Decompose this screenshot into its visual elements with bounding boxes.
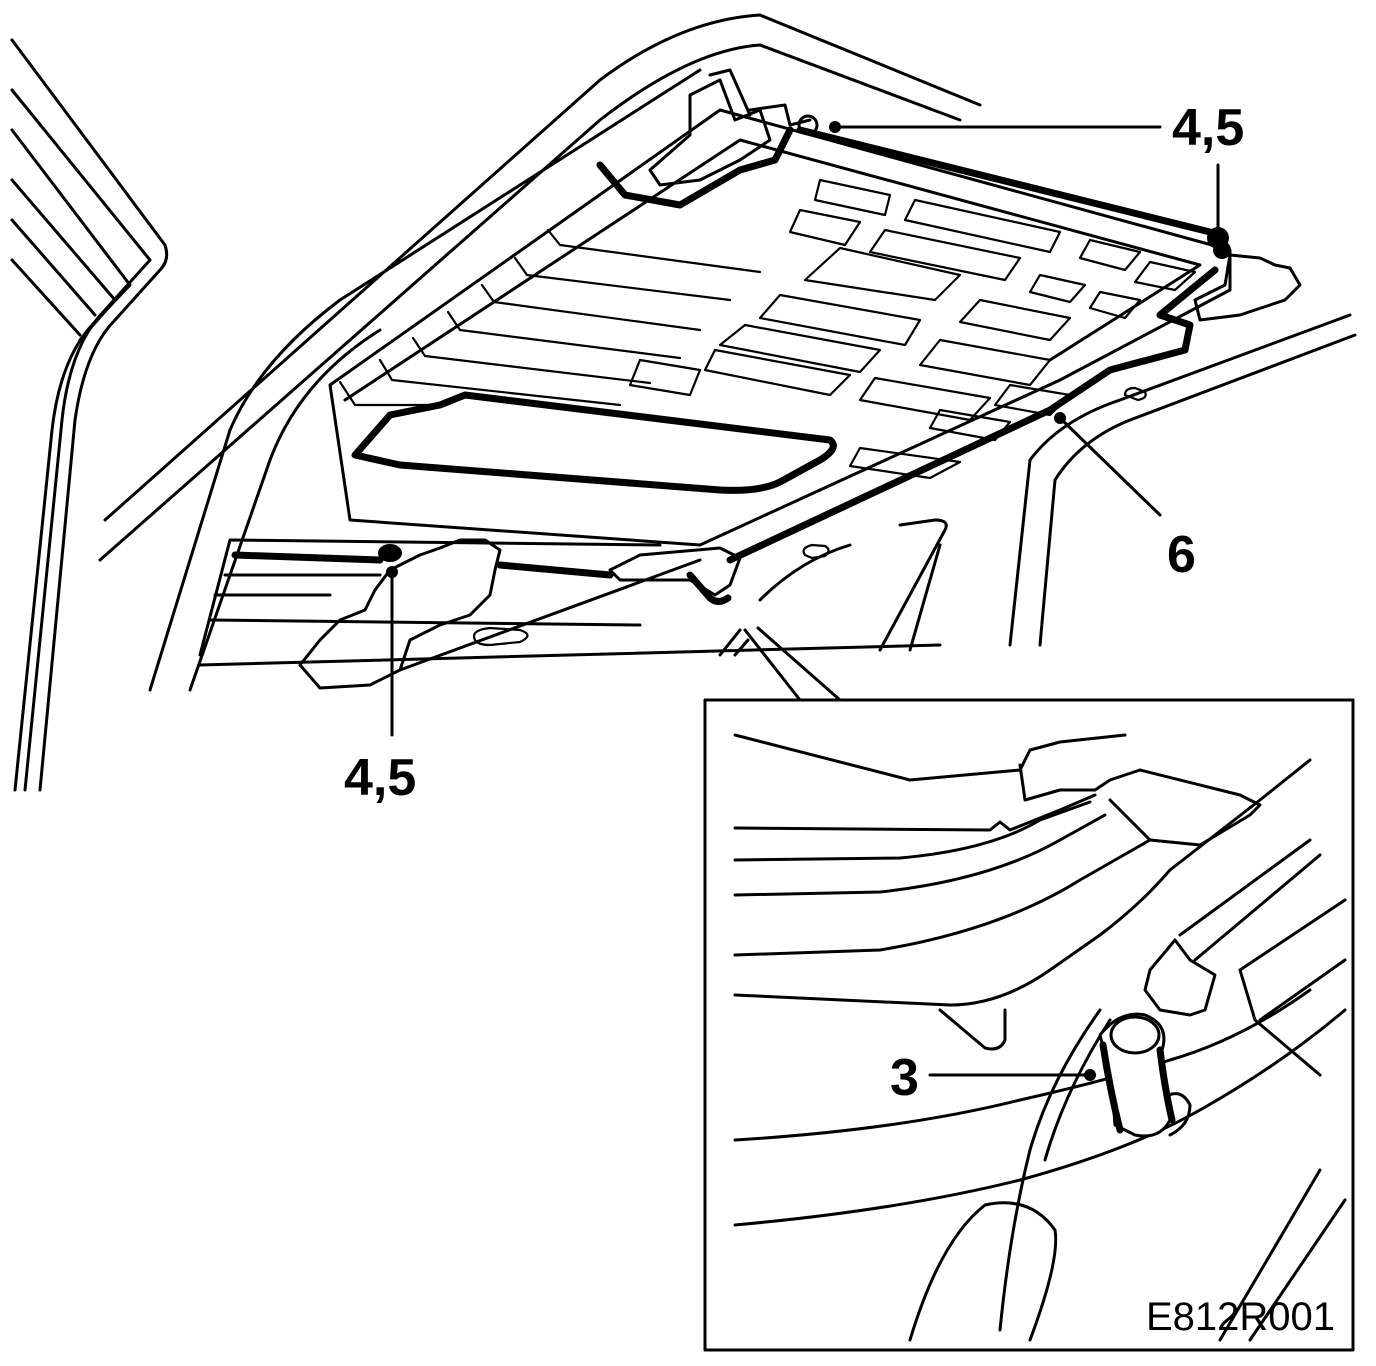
front-left-bracket: [298, 538, 742, 690]
left-pillar: [10, 38, 169, 792]
front-right-bracket: [648, 68, 819, 187]
callout-label-right: 6: [1167, 526, 1196, 584]
callout-label-top-right: 4,5: [1172, 99, 1244, 157]
callout-label-bottom-left: 4,5: [344, 749, 416, 807]
detail-pointer: [718, 626, 842, 702]
sunroof-frame: [231, 108, 1232, 579]
reference-code: E812R001: [1146, 1295, 1335, 1339]
callout-label-detail: 3: [890, 1049, 919, 1107]
detail-inset: [703, 698, 1355, 1352]
detail-callout: [928, 1069, 1096, 1081]
leader-lines: [386, 121, 1220, 737]
roof-outline: [98, 13, 1357, 692]
rear-right-bracket: [1193, 227, 1302, 322]
